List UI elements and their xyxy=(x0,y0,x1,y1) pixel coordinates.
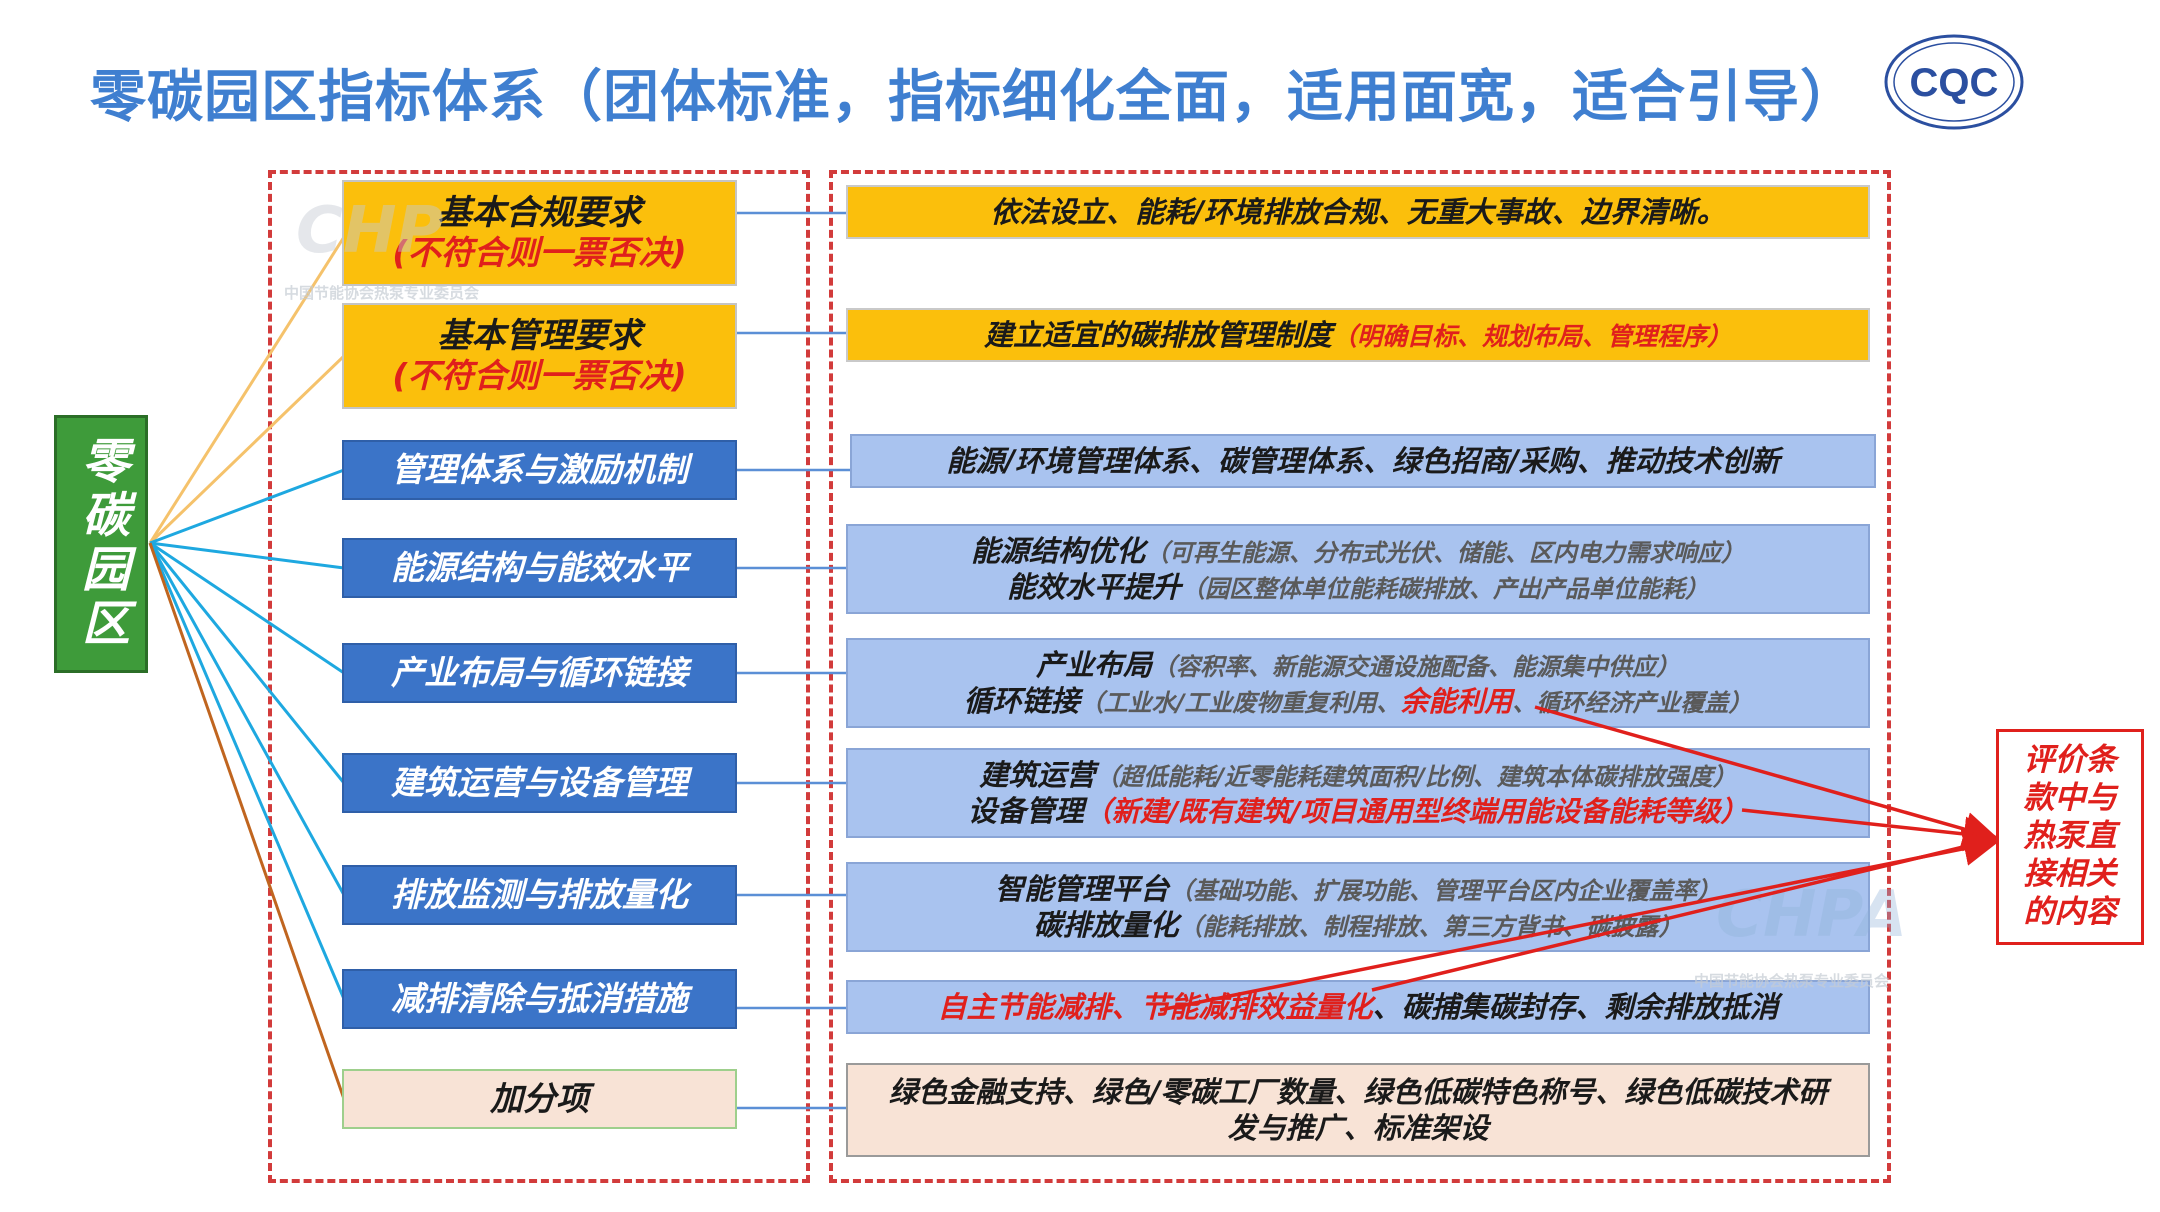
detail-main: 循环链接 xyxy=(963,684,1080,718)
detail-paren: （基础功能、扩展功能、管理平台区内企业覆盖率） xyxy=(1169,876,1721,905)
highlight-energy-saving: 自主节能减排、节能减排效益量化 xyxy=(937,989,1373,1024)
arrow-energy-saving-2 xyxy=(1159,831,1999,1012)
category-label: 排放监测与排放量化 xyxy=(391,875,688,915)
detail-industry: 产业布局（容积率、新能源交通设施配备、能源集中供应） 循环链接（工业水/工业废物… xyxy=(846,638,1870,728)
category-emission-monitoring: 排放监测与排放量化 xyxy=(342,865,737,925)
detail-line-1: 智能管理平台（基础功能、扩展功能、管理平台区内企业覆盖率） xyxy=(995,871,1721,907)
detail-main: 建立适宜的碳排放管理制度 xyxy=(983,317,1332,352)
highlight-equipment-grade: （新建/既有建筑/项目通用型终端用能设备能耗等级） xyxy=(1083,795,1749,828)
category-emission-reduction: 减排清除与抵消措施 xyxy=(342,969,737,1029)
category-label: 减排清除与抵消措施 xyxy=(391,979,688,1019)
detail-paren: （容积率、新能源交通设施配备、能源集中供应） xyxy=(1152,652,1680,681)
cqc-logo-text: CQC xyxy=(1910,61,1999,105)
arrow-waste-energy xyxy=(1534,705,1999,847)
category-label: 管理体系与激励机制 xyxy=(391,450,688,490)
category-basic-management: 基本管理要求 (不符合则一票否决) xyxy=(342,303,737,409)
detail-main: 碳排放量化 xyxy=(1033,908,1179,942)
category-industry-layout: 产业布局与循环链接 xyxy=(342,643,737,703)
heat-pump-note: 评价条款中与热泵直接相关的内容 xyxy=(2023,742,2117,930)
category-basic-compliance: 基本合规要求 (不符合则一票否决) xyxy=(342,180,737,286)
category-label: 加分项 xyxy=(490,1079,589,1119)
category-label: 产业布局与循环链接 xyxy=(391,653,688,693)
detail-main: 能效水平提升 xyxy=(1006,570,1181,604)
category-management-system: 管理体系与激励机制 xyxy=(342,440,737,500)
detail-line-2: 能效水平提升（园区整体单位能耗碳排放、产出产品单位能耗） xyxy=(1007,569,1709,605)
detail-line-1: 能源结构优化（可再生能源、分布式光伏、储能、区内电力需求响应） xyxy=(971,533,1745,569)
detail-paren: （园区整体单位能耗碳排放、产出产品单位能耗） xyxy=(1181,575,1709,603)
detail-main: 能源结构优化 xyxy=(970,533,1145,568)
category-label: 能源结构与能效水平 xyxy=(391,548,688,588)
category-building-equipment: 建筑运营与设备管理 xyxy=(342,753,737,813)
detail-main: 智能管理平台 xyxy=(994,871,1169,906)
detail-compliance: 依法设立、能耗/环境排放合规、无重大事故、边界清晰。 xyxy=(846,185,1870,239)
detail-text: 依法设立、能耗/环境排放合规、无重大事故、边界清晰。 xyxy=(990,194,1726,229)
category-energy-structure: 能源结构与能效水平 xyxy=(342,538,737,598)
chp-watermark-caption: 中国节能协会热泵专业委员会 xyxy=(284,284,480,302)
detail-line-2: 设备管理（新建/既有建筑/项目通用型终端用能设备能耗等级） xyxy=(968,793,1748,829)
detail-main: 设备管理 xyxy=(967,794,1084,828)
detail-management-system: 能源/环境管理体系、碳管理体系、绿色招商/采购、推动技术创新 xyxy=(850,434,1876,488)
detail-text: 自主节能减排、节能减排效益量化、碳捕集碳封存、剩余排放抵消 xyxy=(937,989,1778,1025)
left-group-frame xyxy=(268,170,810,1183)
detail-main: 、碳捕集碳封存、剩余排放抵消 xyxy=(1372,989,1779,1024)
detail-reduction: 自主节能减排、节能减排效益量化、碳捕集碳封存、剩余排放抵消 xyxy=(846,980,1870,1034)
detail-main: 产业布局 xyxy=(1035,647,1152,682)
root-label: 零碳园区 xyxy=(73,436,129,652)
category-bonus: 加分项 xyxy=(342,1069,737,1129)
detail-paren: （超低能耗/近零能耗建筑面积/比例、建筑本体碳排放强度） xyxy=(1095,762,1737,791)
category-veto-note: (不符合则一票否决) xyxy=(392,232,687,272)
right-group-frame xyxy=(829,170,1891,1183)
detail-main: 建筑运营 xyxy=(979,757,1096,792)
cqc-logo: CQC xyxy=(1880,30,2028,134)
highlight-waste-energy: 余能利用 xyxy=(1400,685,1513,718)
detail-text: 绿色金融支持、绿色/零碳工厂数量、绿色低碳特色称号、绿色低碳技术研发与推广、标准… xyxy=(888,1074,1828,1145)
detail-management: 建立适宜的碳排放管理制度（明确目标、规划布局、管理程序） xyxy=(846,308,1870,362)
detail-building: 建筑运营（超低能耗/近零能耗建筑面积/比例、建筑本体碳排放强度） 设备管理（新建… xyxy=(846,748,1870,838)
detail-bonus: 绿色金融支持、绿色/零碳工厂数量、绿色低碳特色称号、绿色低碳技术研发与推广、标准… xyxy=(846,1063,1870,1157)
detail-text: 建立适宜的碳排放管理制度（明确目标、规划布局、管理程序） xyxy=(984,317,1732,353)
detail-paren: （明确目标、规划布局、管理程序） xyxy=(1332,321,1733,351)
category-label: 基本管理要求 xyxy=(437,316,642,357)
detail-paren: （可再生能源、分布式光伏、储能、区内电力需求响应） xyxy=(1145,538,1745,567)
root-node-zero-carbon-park: 零碳园区 xyxy=(54,415,148,673)
category-label: 建筑运营与设备管理 xyxy=(391,763,688,803)
detail-energy: 能源结构优化（可再生能源、分布式光伏、储能、区内电力需求响应） 能效水平提升（园… xyxy=(846,524,1870,614)
arrow-equipment xyxy=(1741,808,1999,852)
detail-line-1: 建筑运营（超低能耗/近零能耗建筑面积/比例、建筑本体碳排放强度） xyxy=(979,757,1737,793)
detail-line-1: 产业布局（容积率、新能源交通设施配备、能源集中供应） xyxy=(1036,647,1680,683)
chp-watermark: CHP xyxy=(296,194,444,268)
detail-paren: （工业水/工业废物重复利用、 xyxy=(1079,689,1401,717)
category-label: 基本合规要求 xyxy=(437,193,642,234)
heat-pump-note-box: 评价条款中与热泵直接相关的内容 xyxy=(1996,729,2144,945)
detail-line-2: 循环链接（工业水/工业废物重复利用、余能利用、循环经济产业覆盖） xyxy=(964,683,1753,719)
page-title: 零碳园区指标体系（团体标准，指标细化全面，适用面宽，适合引导） xyxy=(90,65,1857,130)
detail-text: 能源/环境管理体系、碳管理体系、绿色招商/采购、推动技术创新 xyxy=(946,443,1780,478)
chpa-watermark-caption: 中国节能协会热泵专业委员会 xyxy=(1694,972,1890,990)
category-veto-note: (不符合则一票否决) xyxy=(392,355,687,395)
